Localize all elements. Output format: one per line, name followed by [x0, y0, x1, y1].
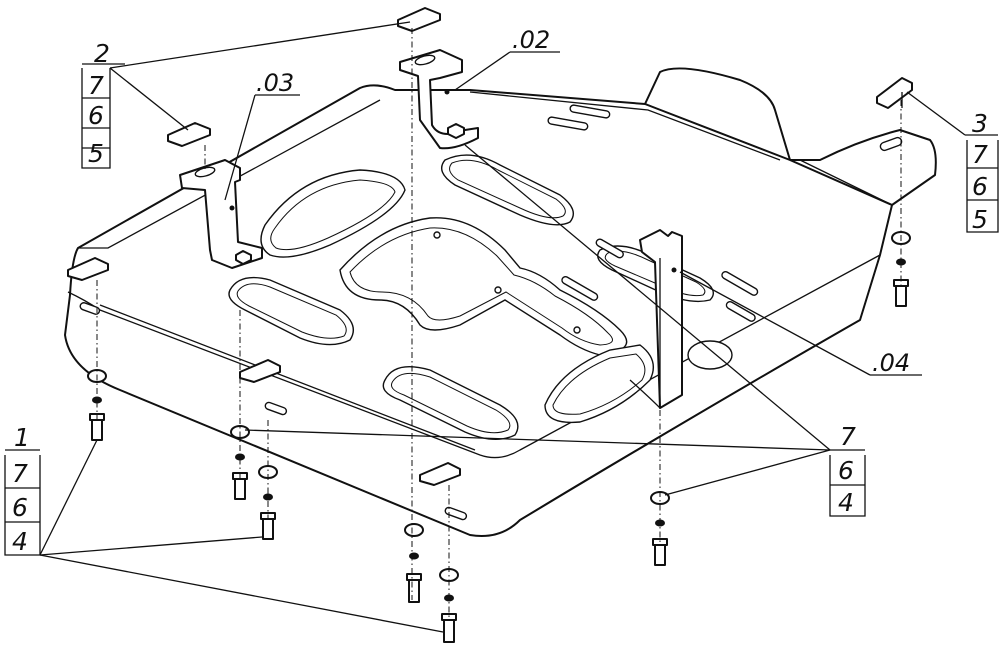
leader-lines: [5, 21, 998, 633]
callout-7: 7 6 4: [829, 422, 866, 517]
callout-2: 2 7 6 5: [81, 39, 111, 169]
callout-1-item-3: 4: [12, 527, 28, 556]
callout-2-item-2: 6: [88, 101, 104, 130]
ref-04-label: .04: [872, 349, 910, 377]
ref-02-label: .02: [512, 26, 550, 54]
callout-7-item-2: 4: [838, 488, 854, 517]
callout-1-part: 1: [14, 423, 30, 452]
callout-7-part: 7: [840, 422, 856, 451]
callout-2-item-3: 5: [88, 139, 104, 168]
callout-3-item-3: 5: [972, 205, 988, 234]
plate-items: [67, 7, 913, 486]
bracket-02: [399, 49, 479, 150]
callout-3-item-2: 6: [972, 172, 988, 201]
callout-1-item-1: 7: [12, 459, 28, 488]
ref-03-label: .03: [256, 69, 294, 97]
callout-2-part: 2: [94, 39, 110, 68]
callout-1-item-2: 6: [12, 493, 28, 522]
center-lines: [96, 28, 902, 620]
callout-2-item-1: 7: [88, 71, 104, 100]
callout-7-item-1: 6: [838, 456, 854, 485]
callout-3-item-1: 7: [972, 140, 988, 169]
bracket-03: [179, 159, 263, 269]
callout-1: 1 7 6 4: [4, 423, 41, 556]
callout-3-part: 3: [972, 109, 988, 138]
bracket-04: [629, 229, 683, 409]
callout-3: 3 7 6 5: [966, 109, 999, 234]
